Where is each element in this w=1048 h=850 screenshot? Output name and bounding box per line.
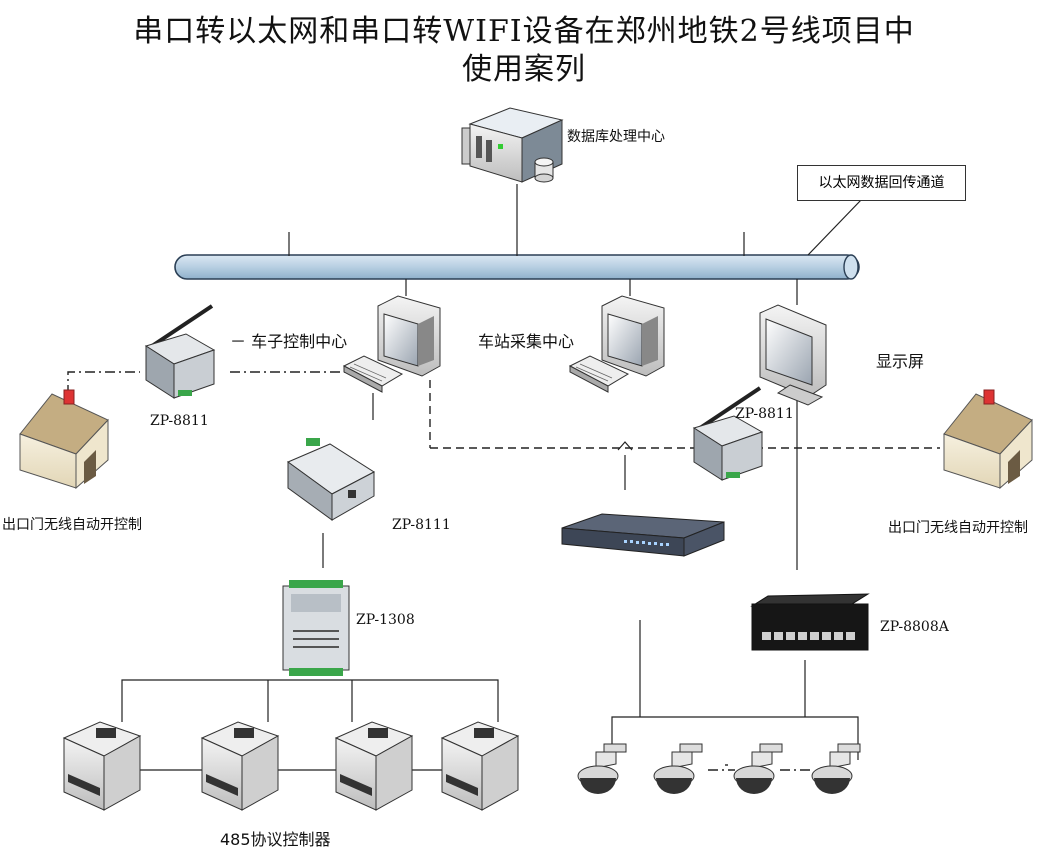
dome-camera-icon-1 [577, 743, 627, 794]
label-station-collect: 车站采集中心 [478, 332, 575, 351]
keyboard-icon-car-control [342, 355, 404, 393]
label-ethernet-channel: 以太网数据回传通道 [797, 165, 966, 201]
dome-camera-icon-4 [811, 743, 861, 794]
title-line-1: 串口转以太网和串口转WIFI设备在郑州地铁2号线项目中 [133, 14, 915, 49]
ethernet-bus [174, 254, 860, 280]
wireless-device-icon-right [692, 386, 764, 481]
network-switch-icon-8808a [750, 593, 870, 651]
serial-server-icon-1308 [282, 580, 350, 676]
label-db-center: 数据库处理中心 [567, 129, 665, 145]
database-icon [534, 157, 554, 183]
dome-camera-icon-2 [653, 743, 703, 794]
label-zp8811-left: ZP-8811 [150, 413, 209, 429]
printer-icon-1 [62, 721, 142, 811]
house-icon-right [943, 389, 1033, 490]
network-switch-icon [561, 513, 725, 557]
computer-icon-car-control [377, 295, 441, 377]
printer-icon-2 [200, 721, 280, 811]
label-zp8811-right: ZP-8811 [735, 406, 794, 422]
label-exit-right: 出口门无线自动开控制 [888, 520, 1028, 536]
label-zp8111: ZP-8111 [392, 517, 451, 533]
label-485-controller: 485协议控制器 [220, 830, 331, 849]
wireless-device-icon-left [144, 304, 216, 399]
house-icon-left [19, 389, 109, 490]
serial-server-icon-8111 [286, 438, 375, 521]
label-car-control: － 车子控制中心 [230, 332, 348, 351]
label-zp8808a: ZP-8808A [880, 619, 949, 635]
label-exit-left: 出口门无线自动开控制 [2, 517, 142, 533]
computer-icon-station [601, 295, 665, 377]
label-display: 显示屏 [876, 352, 925, 371]
dome-camera-icon-3 [733, 743, 783, 794]
title-line-2: 使用案列 [462, 52, 586, 87]
keyboard-icon-station [568, 355, 630, 393]
wireless-dashdot-lines [67, 371, 810, 771]
printer-icon-3 [334, 721, 414, 811]
display-monitor-icon [759, 304, 827, 406]
wireless-dashed-lines [429, 380, 940, 449]
printer-icon-4 [440, 721, 520, 811]
label-zp1308: ZP-1308 [356, 612, 415, 628]
connection-lines [121, 184, 863, 771]
